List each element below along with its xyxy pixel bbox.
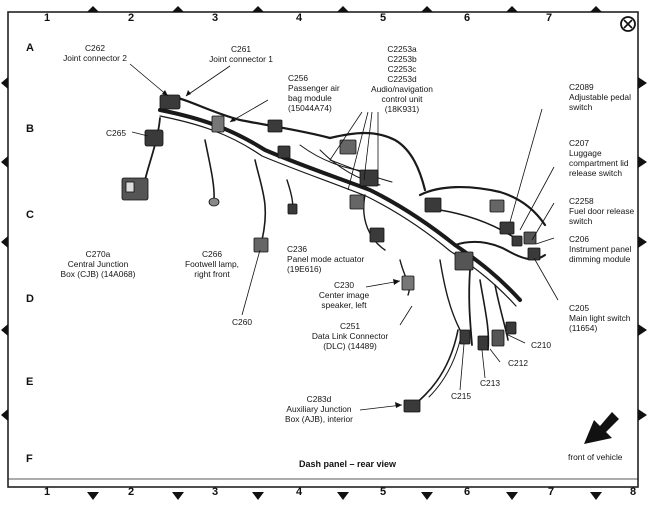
callout-c210: C210 (531, 340, 552, 350)
grid-col-5-bottom: 5 (380, 486, 387, 498)
bottom-grid-ticks (87, 492, 602, 500)
grid-col-7-bottom: 7 (548, 486, 555, 498)
diagram-border (7, 11, 639, 488)
front-of-vehicle-arrow (584, 412, 619, 444)
grid-col-6-top: 6 (464, 12, 471, 24)
grid-col-4-bottom: 4 (296, 486, 303, 498)
grid-col-2-bottom: 2 (128, 486, 135, 498)
callout-c260: C260 (232, 317, 253, 327)
front-of-vehicle-label: front of vehicle (568, 452, 623, 462)
callout-c251: C251 Data Link Connector (DLC) (14489) (311, 321, 389, 351)
callout-c206: C206 Instrument panel dimming module (569, 234, 632, 264)
callout-c230: C230 Center image speaker, left (318, 280, 370, 310)
callout-c2089: C2089 Adjustable pedal switch (569, 82, 631, 112)
grid-row-d: D (26, 293, 34, 305)
callout-c207: C207 Luggage compartment lid release swi… (569, 138, 629, 178)
callout-c262: C262 Joint connector 2 (63, 43, 127, 63)
grid-col-7-top: 7 (546, 12, 553, 24)
grid-col-4-top: 4 (296, 12, 303, 24)
callout-c2253: C2253a C2253b C2253c C2253d Audio/naviga… (371, 44, 433, 114)
diagram-title: Dash panel – rear view (299, 459, 397, 469)
callout-c265: C265 (106, 128, 127, 138)
leader-lines (129, 63, 559, 411)
callout-c266: C266 Footwell lamp, right front (185, 249, 239, 279)
callout-c261: C261 Joint connector 1 (209, 44, 273, 64)
grid-col-5-top: 5 (380, 12, 387, 24)
callout-c215: C215 (451, 391, 472, 401)
grid-col-8-bottom: 8 (630, 486, 637, 498)
callout-c213: C213 (480, 378, 501, 388)
callout-c283d: C283d Auxiliary Junction Box (AJB), inte… (285, 394, 353, 424)
grid-col-1-top: 1 (44, 12, 51, 24)
right-grid-ticks (638, 77, 647, 421)
left-grid-ticks (1, 77, 8, 421)
grid-col-6-bottom: 6 (464, 486, 471, 498)
grid-col-1-bottom: 1 (44, 486, 51, 498)
top-grid-ticks (87, 6, 602, 12)
grid-col-3-top: 3 (212, 12, 219, 24)
grid-row-c: C (26, 209, 34, 221)
callout-c236: C236 Panel mode actuator (19E616) (287, 244, 365, 274)
callout-c2258: C2258 Fuel door release switch (569, 196, 635, 226)
callout-c212: C212 (508, 358, 529, 368)
grid-col-3-bottom: 3 (212, 486, 219, 498)
grid-row-f: F (26, 453, 33, 465)
connectors (121, 94, 541, 413)
grid-row-b: B (26, 123, 34, 135)
grid-row-a: A (26, 42, 34, 54)
corner-emblem (620, 16, 636, 32)
grid-row-e: E (26, 376, 34, 388)
callout-c205: C205 Main light switch (11654) (569, 303, 631, 333)
callout-c256: C256 Passenger air bag module (15044A74) (288, 73, 340, 113)
grid-col-2-top: 2 (128, 12, 135, 24)
arrowheads (162, 90, 402, 408)
callout-c270a: C270a Central Junction Box (CJB) (14A068… (60, 249, 136, 279)
